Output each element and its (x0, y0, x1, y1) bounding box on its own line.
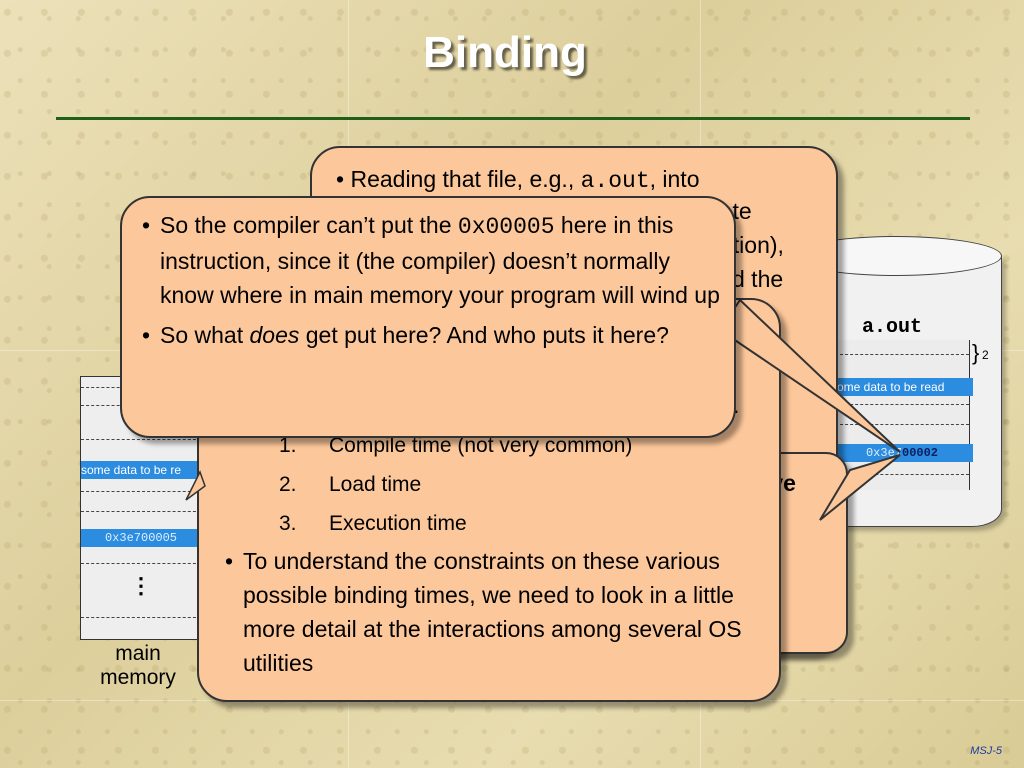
memory-slot (81, 563, 201, 578)
memory-slot (81, 439, 201, 454)
memory-data-band: some data to be re (81, 461, 201, 479)
slide-footer: MSJ-5 (970, 745, 1002, 757)
main-memory-label: main memory (100, 642, 176, 689)
memory-slot (81, 511, 201, 526)
ellipsis-icon: ⋮ (130, 573, 152, 598)
list-item: 2.Load time (279, 473, 422, 496)
brace-icon: } (972, 340, 980, 365)
memory-address-band: 0x3e700005 (81, 529, 201, 547)
binding-times-list: 1.Compile time (not very common) 2.Load … (199, 426, 779, 543)
list-item: 1.Compile time (not very common) (279, 434, 633, 457)
disk-address-band: 0x3e700002 (831, 444, 973, 462)
brace-note: 2 (982, 348, 989, 362)
callout-middle-bullet: To understand the constraints on these v… (221, 544, 761, 680)
callout-front-bullet-2: So what does get put here? And who puts … (138, 318, 728, 352)
callout-front: So the compiler can’t put the 0x00005 he… (120, 196, 736, 438)
slide-title: Binding (423, 28, 587, 77)
title-divider (56, 117, 970, 120)
callout-middle-bullets: To understand the constraints on these v… (221, 544, 761, 680)
disk-file-label: a.out (862, 316, 923, 339)
list-item: 3.Execution time (279, 512, 467, 535)
callout-front-bullets: So the compiler can’t put the 0x00005 he… (138, 208, 728, 352)
memory-slot (81, 491, 201, 506)
disk-data-band: some data to be read (831, 378, 973, 396)
memory-slot (81, 617, 201, 632)
disk-file-layout: some data to be read 0x3e700002 (831, 340, 973, 490)
callout-back-bullet: • Reading that file, e.g., a.out, into (336, 166, 700, 194)
callout-back-fragment: d the (732, 266, 784, 292)
callout-front-bullet-1: So the compiler can’t put the 0x00005 he… (138, 208, 728, 312)
